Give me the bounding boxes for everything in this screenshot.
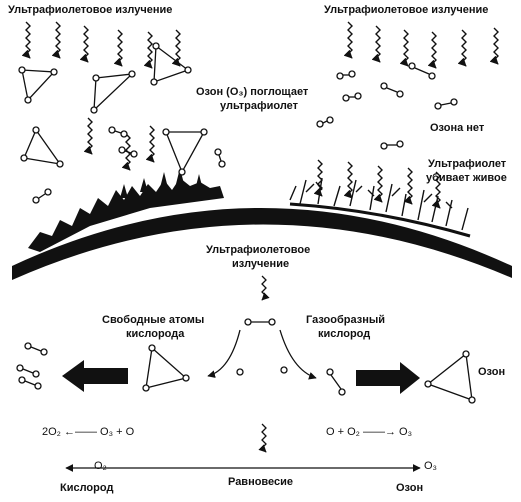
uv-kills-line1: Ультрафиолет xyxy=(428,158,507,170)
equilibrium-label: Равновесие xyxy=(228,476,294,488)
dead-vegetation-right xyxy=(289,177,471,238)
uv-center-line2: излучение xyxy=(232,258,290,270)
block-arrow-right xyxy=(356,362,420,394)
reaction-left: 2O₂ ←—— O₃ + O xyxy=(42,426,135,438)
reaction-right: O + O₂ ——→ O₃ xyxy=(326,426,413,438)
no-ozone-label: Озона нет xyxy=(430,122,485,134)
bottom-right-formula: O₃ xyxy=(424,460,438,472)
uv-right-label: Ультрафиолетовое излучение xyxy=(324,4,489,16)
ozone-label-right: Озон xyxy=(478,366,506,378)
block-arrow-left xyxy=(62,360,128,392)
gas-oxygen-line2: кислород xyxy=(318,328,371,340)
ozone-absorbs-line1: Озон (O₃) поглощает xyxy=(196,86,309,98)
uv-center-line1: Ультрафиолетовое xyxy=(206,244,311,256)
gas-oxygen-line1: Газообразный xyxy=(306,314,386,326)
uv-left-label: Ультрафиолетовое излучение xyxy=(8,4,173,16)
bottom-left-formula: O₂ xyxy=(94,460,107,472)
ozone-molecules-left xyxy=(18,42,208,176)
ozone-label-bottom: Озон xyxy=(396,482,424,494)
uv-kills-line2: убивает живое xyxy=(426,172,507,184)
reaction-arrows xyxy=(65,423,421,472)
oxygen-pairs xyxy=(32,62,458,204)
free-atoms-line2: кислорода xyxy=(126,328,185,340)
earth-surface xyxy=(12,208,512,280)
reaction-mechanism xyxy=(16,275,476,404)
free-atoms-line1: Свободные атомы xyxy=(102,314,205,326)
uv-rays-left xyxy=(21,22,180,170)
ozone-absorbs-line2: ультрафиолет xyxy=(220,100,299,112)
oxygen-label: Кислород xyxy=(60,482,114,494)
